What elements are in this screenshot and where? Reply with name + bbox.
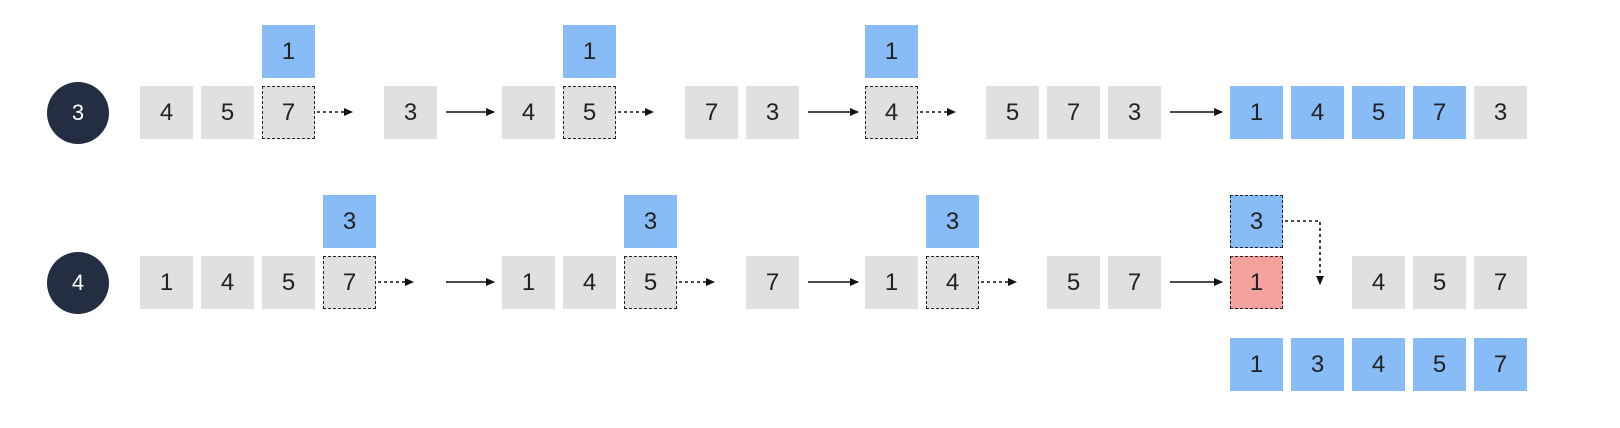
array-cell: 7: [262, 86, 315, 139]
array-cell: 7: [685, 86, 738, 139]
array-cell: 1: [1230, 86, 1283, 139]
array-cell: 4: [865, 86, 918, 139]
array-cell: 3: [926, 195, 979, 248]
array-cell: 1: [1230, 256, 1283, 309]
array-cell: 7: [1047, 86, 1100, 139]
array-cell: 3: [1108, 86, 1161, 139]
array-cell: 1: [1230, 338, 1283, 391]
array-cell: 5: [262, 256, 315, 309]
array-cell: 4: [502, 86, 555, 139]
array-cell: 5: [201, 86, 254, 139]
array-cell: 1: [563, 25, 616, 78]
array-cell: 7: [1413, 86, 1466, 139]
array-cell: 3: [1230, 195, 1283, 248]
array-cell: 3: [1474, 86, 1527, 139]
step-badge: 4: [47, 252, 109, 314]
array-cell: 4: [1291, 86, 1344, 139]
array-cell: 5: [986, 86, 1039, 139]
array-cell: 1: [140, 256, 193, 309]
array-cell: 7: [1474, 256, 1527, 309]
array-cell: 3: [746, 86, 799, 139]
array-cell: 4: [140, 86, 193, 139]
array-cell: 7: [1108, 256, 1161, 309]
array-cell: 1: [262, 25, 315, 78]
array-cell: 5: [1352, 86, 1405, 139]
array-cell: 5: [1413, 338, 1466, 391]
array-cell: 7: [1474, 338, 1527, 391]
dashed-arrow: [1285, 220, 1324, 285]
array-cell: 3: [1291, 338, 1344, 391]
array-cell: 3: [384, 86, 437, 139]
array-cell: 1: [502, 256, 555, 309]
array-cell: 4: [1352, 338, 1405, 391]
array-cell: 5: [563, 86, 616, 139]
step-badge: 3: [47, 82, 109, 144]
array-cell: 5: [1413, 256, 1466, 309]
array-cell: 4: [1352, 256, 1405, 309]
array-cell: 3: [624, 195, 677, 248]
array-cell: 4: [926, 256, 979, 309]
array-cell: 3: [323, 195, 376, 248]
array-cell: 4: [563, 256, 616, 309]
array-cell: 1: [865, 256, 918, 309]
array-cell: 7: [746, 256, 799, 309]
array-cell: 1: [865, 25, 918, 78]
array-cell: 5: [624, 256, 677, 309]
array-cell: 5: [1047, 256, 1100, 309]
array-cell: 7: [323, 256, 376, 309]
array-cell: 4: [201, 256, 254, 309]
